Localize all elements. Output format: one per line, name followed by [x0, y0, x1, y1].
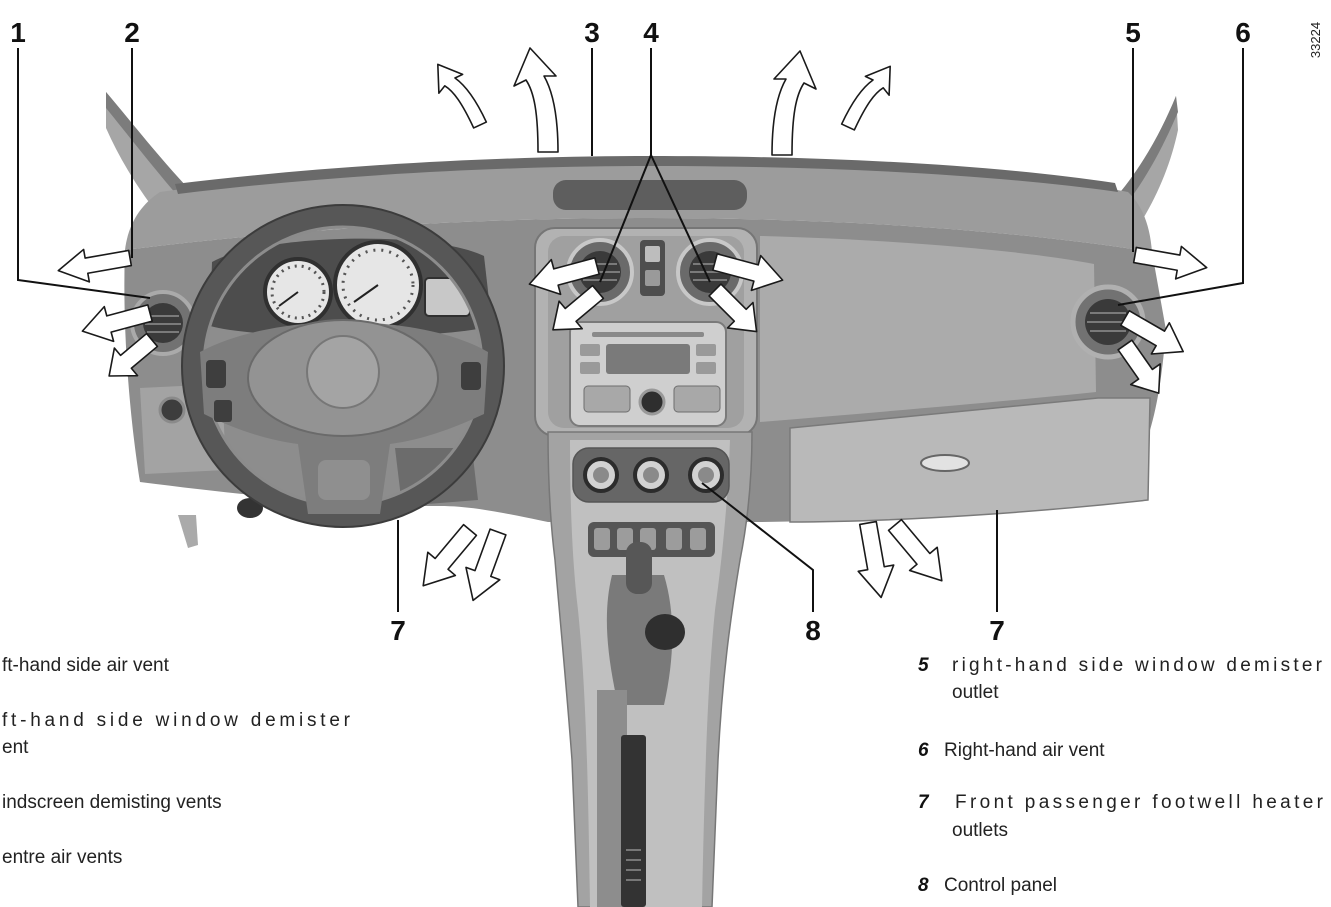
glovebox: [789, 397, 1151, 523]
legend-right-item-5-line-2: outlet: [952, 682, 999, 703]
gear-selector-knob: [645, 614, 685, 650]
callouts: 1 2 3 4 5 6 7 8 7 33224: [10, 17, 1323, 646]
temperature-knob-center: [698, 467, 714, 483]
legend-left-item-2-line-1: ft-hand side window demister: [2, 710, 351, 731]
callout-number-5: 5: [1125, 17, 1141, 48]
legend-right-number-6: 6: [918, 740, 929, 761]
dash-top-edge: [175, 156, 1118, 194]
rev-counter-ticks: [270, 264, 326, 320]
callout-number-7-left: 7: [390, 615, 406, 646]
dark-switch: [237, 498, 263, 518]
radio-cd-slot: [592, 332, 704, 337]
steering-wheel-rim: [182, 205, 504, 527]
left-footwell-airflow-arrow-1: [409, 518, 483, 597]
callout-1-leader: [17, 48, 151, 299]
airflow-arrows: [55, 48, 1209, 607]
legend-right-number-5: 5: [918, 655, 929, 676]
radio-button: [580, 344, 600, 356]
right-footwell-airflow-arrow-2: [881, 513, 955, 592]
centre-vent-airflow-arrow-1: [525, 249, 602, 302]
gear-lever-knob: [626, 542, 652, 594]
radio-volume-knob: [638, 388, 666, 416]
steering-wheel-button-right: [461, 362, 481, 390]
lighting-switch-knob: [158, 396, 186, 424]
center-console: [547, 431, 753, 907]
bonnet-release-tab: [178, 515, 198, 548]
centre-vent-airflow-arrow-4: [702, 277, 769, 344]
steering-wheel: [181, 204, 505, 528]
radio-button-bank-right: [673, 385, 721, 413]
figure-reference-code: 33224: [1308, 22, 1323, 58]
legend-right-item-6: Right-hand air vent: [944, 740, 1105, 761]
right-demister-airflow-arrow: [1132, 239, 1209, 284]
legend-right-item-8: Control panel: [944, 875, 1057, 896]
legend-right-number-8: 8: [918, 875, 929, 896]
central-locking-switch: [645, 270, 660, 286]
radio-display: [606, 344, 690, 374]
left-demister-airflow-arrow: [55, 242, 132, 287]
radio-button: [580, 362, 600, 374]
left-footwell-airflow-arrow-2: [456, 526, 515, 607]
console-switch: [594, 528, 610, 550]
windscreen-airflow-arrow-1: [428, 56, 487, 135]
steering-wheel-button-left-upper: [206, 360, 226, 388]
right-footwell-airflow-arrow-1: [850, 520, 899, 601]
rev-counter-needle: [278, 291, 299, 307]
airbag-cover: [306, 335, 380, 409]
centre-vent-airflow-arrow-2: [541, 278, 609, 343]
radio-button: [696, 362, 716, 374]
legend-right-item-7-line-1: Front passenger footwell heater: [955, 792, 1324, 813]
passenger-dash-panel: [760, 236, 1096, 422]
windscreen-airflow-arrow-4: [842, 58, 901, 137]
left-vent-airflow-arrow-2: [98, 326, 164, 390]
callout-number-8: 8: [805, 615, 821, 646]
air-distribution-knob-center: [643, 467, 659, 483]
radio-button-bank-left: [583, 385, 631, 413]
right-a-pillar-edge: [1112, 96, 1178, 212]
legend-left-item-4: entre air vents: [2, 847, 122, 868]
right-vent-airflow-arrow-1: [1116, 302, 1192, 367]
handbrake-lever: [621, 735, 646, 907]
right-vent-airflow-arrow-2: [1110, 335, 1173, 404]
dashboard-illustration: [106, 92, 1178, 907]
centre-vent-airflow-arrow-3: [710, 245, 787, 298]
steering-wheel-button-left-lower: [214, 400, 232, 422]
legend-left-item-2-line-2: ent: [2, 737, 29, 758]
display-housing: [553, 180, 747, 210]
legend-right-item-7-line-2: outlets: [952, 820, 1008, 841]
windscreen-airflow-arrow-3: [772, 51, 816, 155]
callout-number-1: 1: [10, 17, 26, 48]
callout-8-leader: [701, 482, 814, 612]
windscreen-airflow-arrow-2: [514, 48, 558, 152]
callout-4-leader-right: [650, 154, 711, 283]
callout-number-6: 6: [1235, 17, 1251, 48]
legend-left-item-1: ft-hand side air vent: [2, 655, 170, 676]
legend-left: ft-hand side air vent ft-hand side windo…: [2, 655, 351, 868]
console-switch: [617, 528, 633, 550]
steering-wheel-rim-outer-edge: [181, 204, 505, 528]
callout-number-7-right: 7: [989, 615, 1005, 646]
steering-wheel-lower-spoke-trim: [318, 460, 370, 500]
legend-right-number-7: 7: [918, 792, 930, 813]
console-switch: [666, 528, 682, 550]
left-vent-airflow-arrow-1: [78, 296, 155, 349]
left-a-pillar-edge: [106, 92, 186, 196]
console-switch: [690, 528, 706, 550]
radio-button: [696, 344, 716, 356]
callout-number-2: 2: [124, 17, 140, 48]
legend-right-item-5-line-1: right-hand side window demister: [952, 655, 1323, 676]
speedometer-ticks: [341, 248, 415, 322]
gear-lever-boot: [606, 575, 673, 705]
callout-number-3: 3: [584, 17, 600, 48]
legend-left-item-3: indscreen demisting vents: [2, 792, 222, 813]
callout-4-leader-left: [599, 154, 652, 283]
callout-number-4: 4: [643, 17, 659, 48]
glovebox-handle: [920, 454, 970, 472]
fan-speed-knob-center: [593, 467, 609, 483]
speedometer-needle: [353, 284, 379, 303]
legend-right: 5 right-hand side window demister outlet…: [918, 655, 1324, 896]
hazard-switch: [645, 246, 660, 262]
callout-6-leader: [1117, 48, 1244, 306]
